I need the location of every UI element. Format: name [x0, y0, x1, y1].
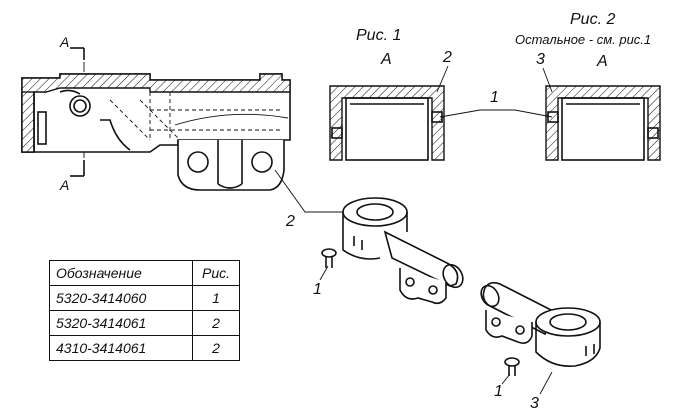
fig1-housing-hatched — [329, 85, 445, 161]
table-cell-designation: 5320-3414061 — [49, 310, 193, 336]
table-row: 4310-3414061 2 — [49, 335, 240, 361]
bore-hole-inner — [73, 99, 87, 113]
table-row: 5320-3414060 1 — [49, 285, 240, 311]
part2-boss-bore — [356, 203, 394, 221]
fig1-view-label: A — [380, 51, 392, 68]
section-mark-bottom-label: A — [59, 177, 69, 193]
part2-callout-2: 2 — [285, 213, 295, 230]
table-header-figure: Рис. — [192, 260, 240, 286]
fig2-inner-sleeve — [561, 97, 645, 161]
section-mark-bottom: A — [59, 160, 85, 193]
part3-pin-head — [504, 357, 520, 367]
fig1-title: Рис. 1 — [356, 27, 401, 44]
lug-hole-left — [187, 151, 209, 173]
callout-1-leader: 1 — [439, 89, 553, 118]
section-mark-top-label: A — [59, 34, 69, 50]
part3-boss-bore — [549, 313, 587, 331]
fig2-right-pin — [647, 127, 659, 139]
table-cell-figure: 1 — [192, 285, 240, 311]
fig2-left-pin — [547, 111, 559, 123]
table-cell-designation: 4310-3414061 — [49, 335, 193, 361]
table-cell-figure: 2 — [192, 310, 240, 336]
bore-hole-outer — [69, 95, 91, 117]
part3-callout-3: 3 — [530, 395, 539, 412]
fig1-section-view: Рис. 1 A 2 — [329, 27, 452, 161]
lug-hole-right — [251, 151, 273, 173]
left-slot — [37, 111, 47, 145]
table-cell-designation: 5320-3414060 — [49, 285, 193, 311]
fig1-inner-sleeve — [345, 97, 429, 161]
fig2-housing-hatched — [545, 85, 661, 161]
hatched-left-wall — [21, 91, 35, 153]
part-3-isometric: 1 3 — [480, 281, 601, 412]
main-section-view: A A — [21, 34, 291, 193]
fig2-section-view: Рис. 2 Остальное - см. рис.1 A 3 — [515, 11, 661, 161]
fig1-left-pin — [331, 127, 343, 139]
fig2-view-label: A — [596, 53, 608, 70]
table-cell-figure: 2 — [192, 335, 240, 361]
fig2-callout-3: 3 — [536, 51, 545, 68]
part-2-isometric: 2 1 — [274, 169, 464, 305]
table-header-designation: Обозначение — [49, 260, 193, 286]
fig2-note: Остальное - см. рис.1 — [515, 32, 651, 47]
part2-pin-head — [321, 248, 337, 258]
lower-lugs — [177, 140, 285, 191]
callout-1-label: 1 — [490, 89, 499, 106]
designation-table: Обозначение Рис. 5320-3414060 1 5320-341… — [49, 260, 240, 361]
part3-boss-top — [535, 307, 601, 337]
fig1-callout-2: 2 — [442, 49, 452, 66]
part2-boss-top — [342, 197, 408, 227]
part3-callout-1: 1 — [494, 383, 503, 400]
fig2-title: Рис. 2 — [570, 11, 615, 28]
section-mark-top: A — [59, 34, 85, 60]
part2-callout-1: 1 — [313, 281, 322, 298]
part2-tube — [383, 230, 459, 287]
table-row: 5320-3414061 2 — [49, 310, 240, 336]
table-header-row: Обозначение Рис. — [49, 260, 240, 286]
part2-tube-end — [442, 263, 464, 289]
